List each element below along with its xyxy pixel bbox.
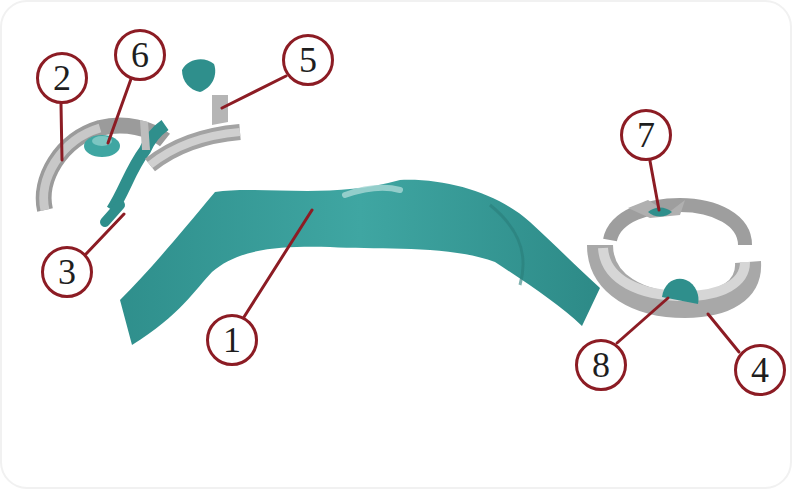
callout-number: 5 <box>299 42 317 78</box>
callout-circle: 5 <box>282 34 334 86</box>
callout-circle: 6 <box>114 29 166 81</box>
callout-number: 4 <box>751 352 769 388</box>
callout-number: 7 <box>637 117 655 153</box>
grey-band-5 <box>150 132 240 165</box>
teal-cap-6 <box>84 135 120 157</box>
callout-number: 3 <box>58 254 76 290</box>
grey-ring-4 <box>600 245 748 305</box>
callout-circle: 8 <box>575 339 627 391</box>
teal-blob <box>182 59 215 92</box>
main-band <box>120 180 600 345</box>
callout-number: 1 <box>223 322 241 358</box>
callout-circle: 3 <box>41 246 93 298</box>
callout-circle: 1 <box>206 314 258 366</box>
callout-circle: 7 <box>620 109 672 161</box>
leader-lines <box>61 76 739 352</box>
callout-number: 8 <box>592 347 610 383</box>
callout-circle: 4 <box>734 344 786 396</box>
callout-number: 2 <box>53 60 71 96</box>
callout-circle: 2 <box>36 52 88 104</box>
callout-number: 6 <box>131 37 149 73</box>
